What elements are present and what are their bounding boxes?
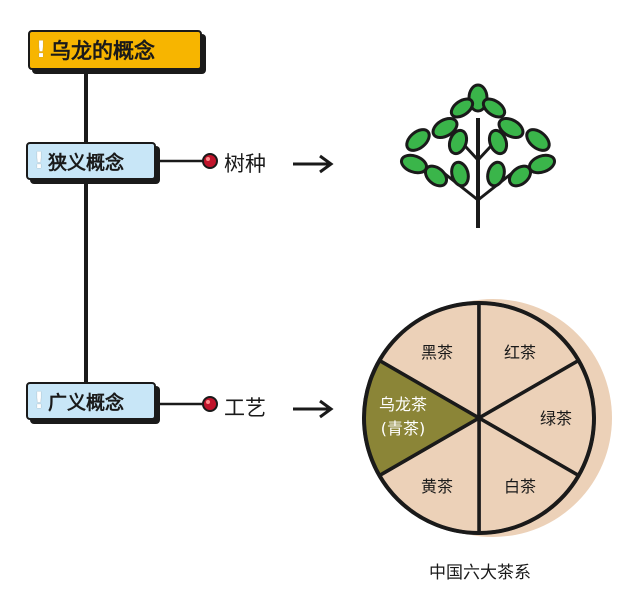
arrow-right-icon xyxy=(293,154,334,174)
narrow-target-text: 树种 xyxy=(224,152,266,176)
exclamation-icon: ! xyxy=(36,37,47,63)
pie-outline xyxy=(362,301,596,535)
page-title: 乌龙的概念 xyxy=(50,39,156,63)
pie-slice-label: 黑茶 xyxy=(421,343,453,362)
broad-concept-label: 广义概念 xyxy=(48,391,125,414)
tree-icon xyxy=(399,83,557,228)
pie-slice-label: 红茶 xyxy=(504,343,536,362)
pie-caption: 中国六大茶系 xyxy=(429,563,531,583)
exclamation-icon: ! xyxy=(34,388,45,414)
narrow-concept-box: ! 狭义概念 xyxy=(26,142,156,180)
red-dot-icon xyxy=(202,153,218,169)
title-box: ! 乌龙的概念 xyxy=(28,30,202,70)
pie-slice-label: 绿茶 xyxy=(540,409,572,428)
narrow-concept-label: 狭义概念 xyxy=(48,151,125,174)
broad-target-text: 工艺 xyxy=(224,396,266,420)
pie-slice-label: 乌龙茶 xyxy=(379,395,427,414)
exclamation-icon: ! xyxy=(34,148,45,174)
pie-slice-label: 黄茶 xyxy=(421,477,453,496)
pie-slice-sublabel: (青茶) xyxy=(381,419,426,438)
red-dot-icon xyxy=(202,396,218,412)
broad-concept-box: ! 广义概念 xyxy=(26,382,156,420)
arrow-right-icon xyxy=(293,399,334,419)
pie-slice-label: 白茶 xyxy=(504,477,536,496)
